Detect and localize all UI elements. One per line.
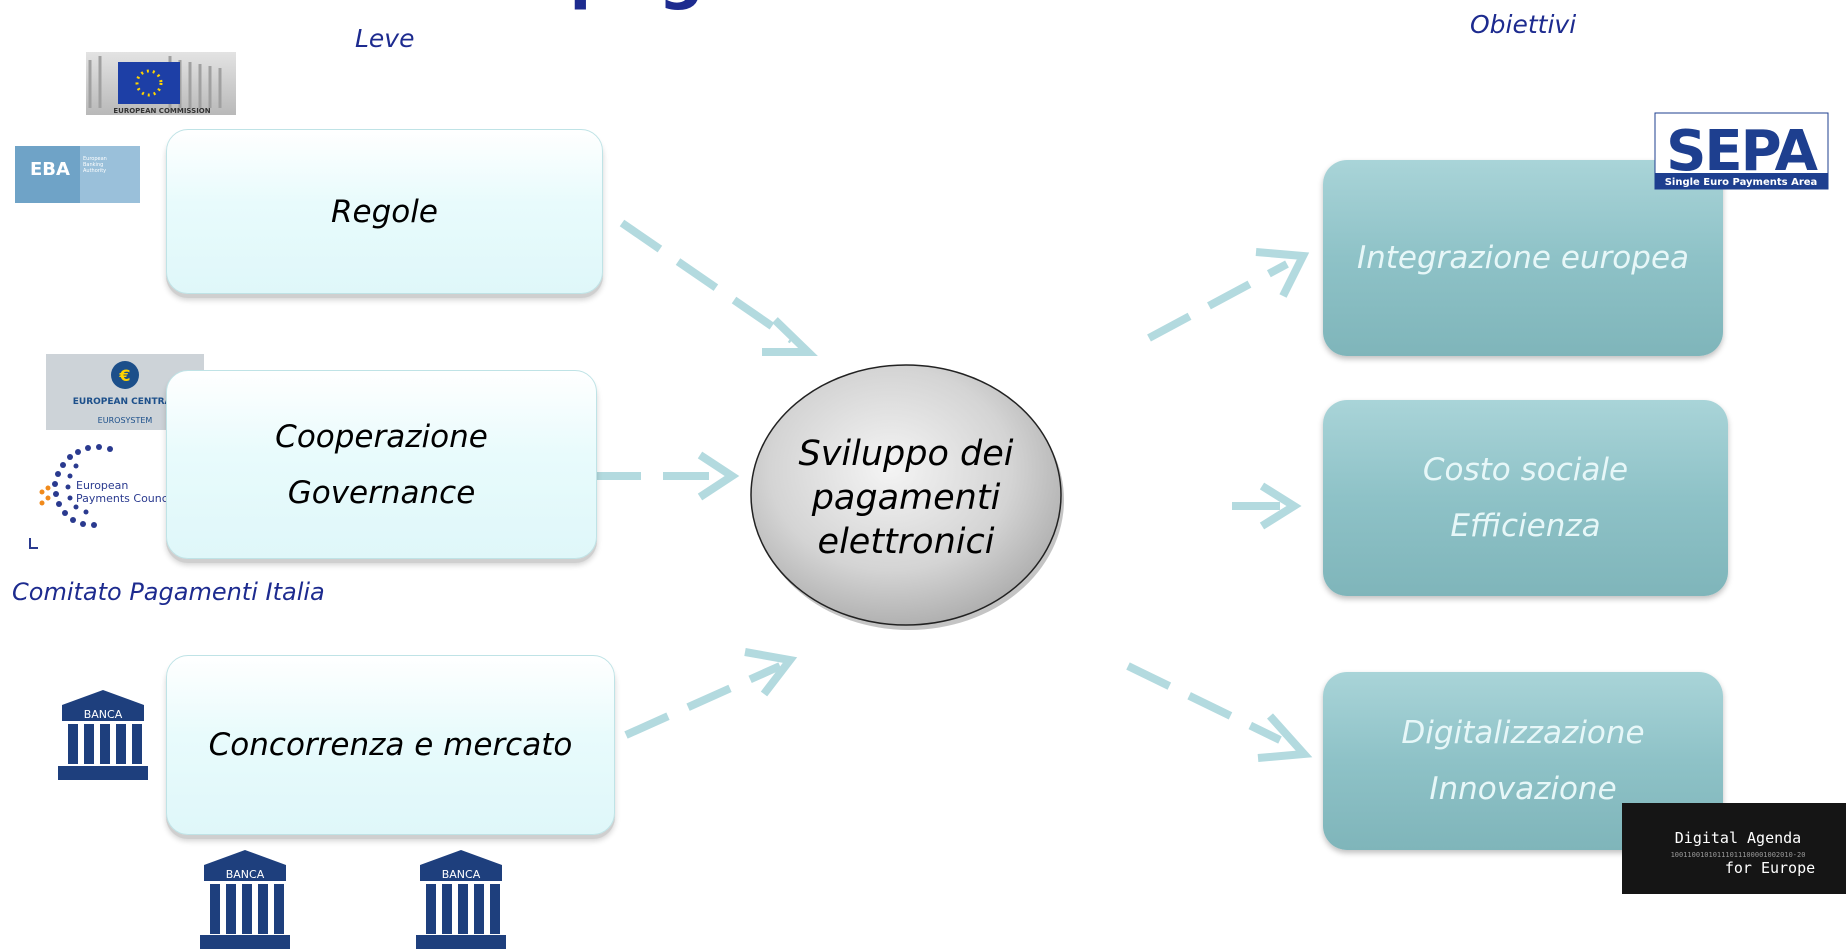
arrow-digitalizzazione (1126, 662, 1282, 744)
goal-box-digitalizzazione: Digitalizzazione Innovazione (1323, 672, 1723, 850)
lever-box-regole: Regole (166, 129, 603, 294)
goal-text: Efficienza (1450, 508, 1601, 544)
eba-logo-text-2: Banking (83, 162, 103, 168)
ec-logo-text: EUROPEAN COMMISSION (113, 107, 210, 115)
goal-text: Digitalizzazione (1401, 715, 1645, 751)
bank-label-left: BANCA (84, 708, 123, 721)
goal-text: Innovazione (1429, 771, 1617, 807)
bank-label-bottom-right: BANCA (442, 868, 481, 881)
committee-label: Comitato Pagamenti Italia (12, 578, 325, 606)
epc-logo-text-2: Payments Counc (76, 492, 168, 505)
page-title: pagamenti elettronici (560, 0, 1360, 12)
eba-logo-text-1: European (83, 156, 107, 162)
goals-header: Obiettivi (1470, 10, 1577, 39)
european-commission-logo: EUROPEAN COMMISSION (86, 52, 236, 115)
ecb-logo-text-2: EUROSYSTEM (98, 416, 153, 425)
eba-logo: EBA European Banking Authority (15, 146, 140, 203)
center-ellipse (750, 364, 1062, 626)
goal-text: Integrazione europea (1356, 240, 1690, 276)
digital-agenda-bits: 10011001010111011100001002010-20 (1671, 851, 1806, 859)
lever-box-concorrenza: Concorrenza e mercato (166, 655, 615, 835)
eba-logo-mark: EBA (30, 159, 70, 180)
bank-label-bottom-left: BANCA (226, 868, 265, 881)
goal-box-integrazione: Integrazione europea (1323, 160, 1723, 356)
svg-text:€: € (118, 366, 130, 385)
arrow-integrazione (1147, 260, 1289, 342)
goal-box-costo: Costo sociale Efficienza (1323, 400, 1728, 596)
epc-logo: European Payments Counc (29, 444, 168, 549)
center-text-line: Sviluppo dei (798, 434, 1014, 474)
center-text-line: pagamenti (811, 478, 1001, 518)
arrow-regole (619, 219, 795, 344)
lever-text: Governance (287, 474, 476, 511)
center-label: Sviluppo dei pagamenti elettronici (781, 432, 1031, 564)
lever-box-cooperazione: Cooperazione Governance (166, 370, 597, 559)
center-text-line: elettronici (817, 522, 995, 562)
digital-agenda-text-2: for Europe (1725, 859, 1815, 877)
levers-header: Leve (355, 24, 415, 53)
bank-icon-bottom-right: BANCA (416, 850, 506, 949)
epc-logo-text-1: European (76, 479, 128, 492)
ecb-logo-text-1: EUROPEAN CENTRAL (73, 397, 178, 407)
lever-text: Concorrenza e mercato (208, 727, 573, 763)
lever-text: Cooperazione (275, 418, 488, 455)
arrow-concorrenza (624, 662, 782, 739)
bank-icon-bottom-left: BANCA (200, 850, 290, 949)
lever-text: Regole (331, 193, 438, 230)
goal-text: Costo sociale (1422, 452, 1629, 488)
eba-logo-text-3: Authority (83, 168, 106, 174)
bank-icon-left: BANCA (58, 690, 148, 780)
